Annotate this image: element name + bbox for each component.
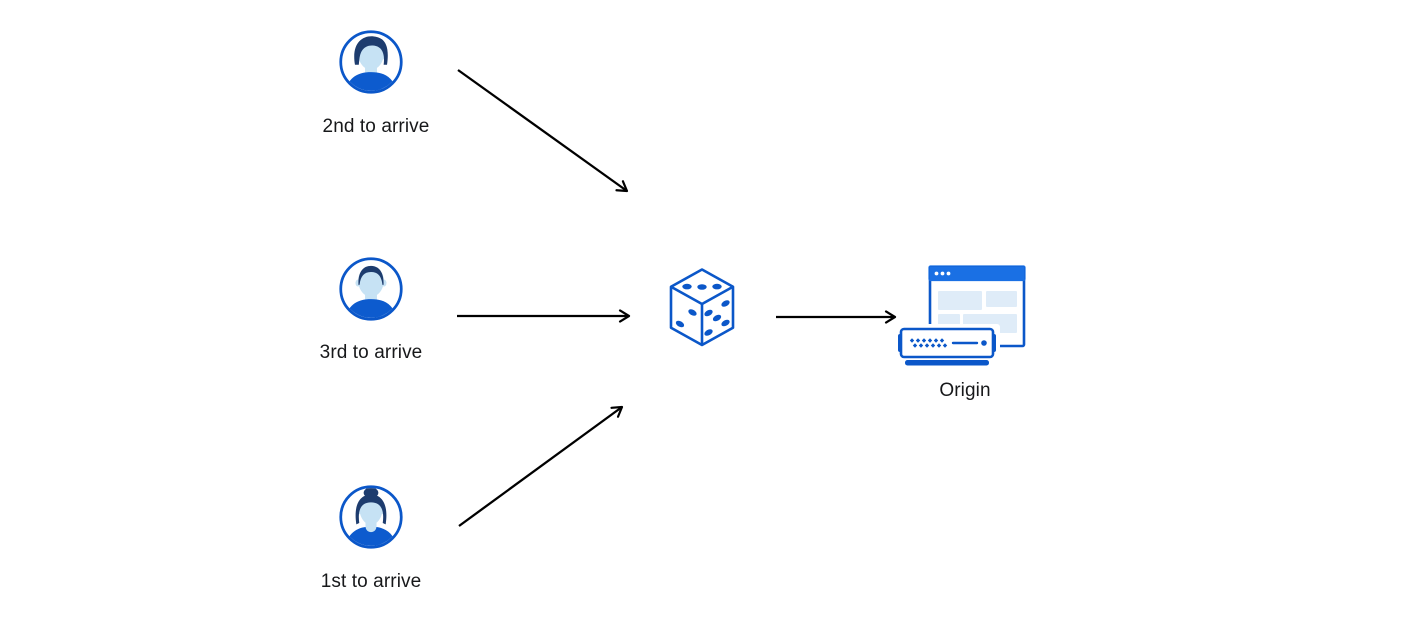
man-wavy-hair-avatar-icon [339,30,403,94]
client-bottom-label: 1st to arrive [320,571,422,592]
client-bottom-node [338,484,404,555]
server-led-icon [981,340,987,346]
origin-node [896,262,1026,373]
edge-client-top-to-selector [457,69,629,193]
server-vent-diamonds [909,338,948,348]
dice-icon [669,268,735,347]
origin-label: Origin [939,380,991,401]
client-top-node [338,29,404,100]
client-top-label: 2nd to arrive [322,116,430,137]
server-base [905,360,989,366]
edge-client-bottom-to-selector [458,405,624,527]
window-dot-icon [940,271,945,276]
window-dot-icon [934,271,939,276]
random-selector-node [667,266,737,357]
client-middle-node [338,256,404,327]
client-middle-label: 3rd to arrive [319,342,423,363]
man-short-hair-avatar-icon [339,257,403,321]
woman-bun-hair-avatar-icon [339,485,403,549]
window-dot-icon [946,271,951,276]
browser-and-server-icon [896,265,1026,368]
server-icon [898,327,996,366]
